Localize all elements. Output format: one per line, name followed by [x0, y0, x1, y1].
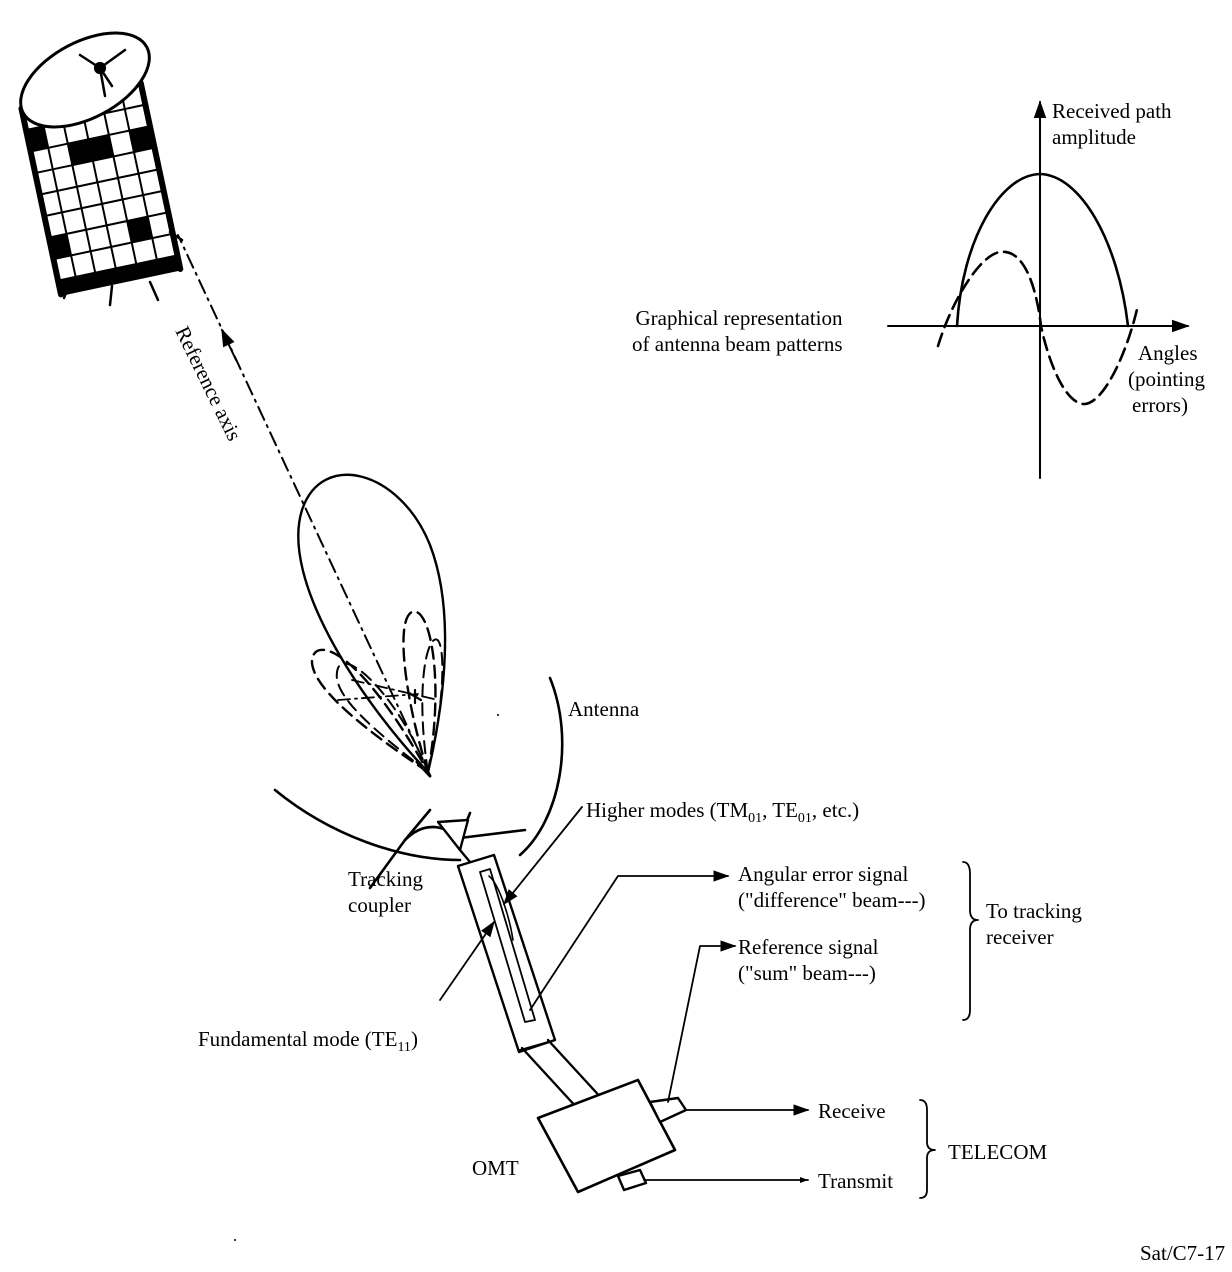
- tracking-brace: [963, 862, 978, 1020]
- transmit-label: Transmit: [818, 1168, 893, 1194]
- antenna-beam-patterns: [298, 475, 445, 776]
- reference-axis-arrow: [222, 330, 236, 360]
- to-tracking-receiver-label: To tracking receiver: [986, 898, 1082, 950]
- antenna-label: Antenna: [568, 696, 639, 722]
- reference-signal-label: Reference signal ("sum" beam---): [738, 934, 879, 986]
- telecom-label: TELECOM: [948, 1139, 1047, 1165]
- telecom-brace: [920, 1100, 935, 1198]
- antenna-reflector: [275, 678, 562, 888]
- higher-modes-label: Higher modes (TM01, TE01, etc.): [586, 797, 859, 823]
- graphical-representation-label: Graphical representation of antenna beam…: [632, 305, 843, 357]
- angular-error-signal-label: Angular error signal ("difference" beam-…: [738, 861, 926, 913]
- fundamental-mode-label: Fundamental mode (TE11): [198, 1026, 418, 1052]
- omt-label: OMT: [472, 1155, 519, 1181]
- tracking-coupler-label: Tracking coupler: [348, 866, 423, 918]
- receive-label: Receive: [818, 1098, 886, 1124]
- beam-pattern-graph: [888, 102, 1188, 478]
- figure-code-label: Sat/C7-17: [1140, 1240, 1225, 1266]
- angles-label: Angles (pointing errors): [1138, 340, 1205, 418]
- received-path-amplitude-label: Received path amplitude: [1052, 98, 1172, 150]
- satellite-icon: [5, 14, 182, 305]
